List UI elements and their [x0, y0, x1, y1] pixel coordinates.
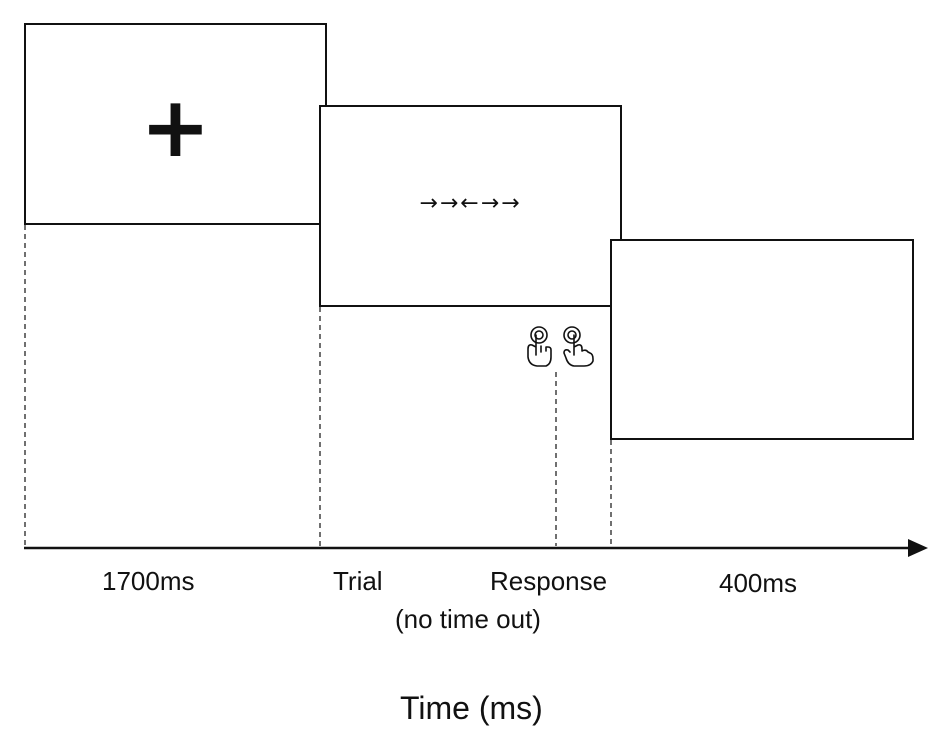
fixation-duration-label: 1700ms	[102, 566, 195, 596]
response-label: Response	[490, 566, 608, 596]
fixation-screen: +	[24, 23, 327, 225]
blank-duration-label: 400ms	[719, 568, 798, 598]
hand-tap-icon-left	[527, 326, 552, 367]
trial-label: Trial	[333, 566, 383, 596]
blank-screen	[610, 239, 914, 440]
fixation-cross: +	[140, 78, 211, 176]
time-axis-label: Time (ms)	[400, 690, 543, 726]
response-note-label: (no time out)	[395, 604, 541, 634]
trial-screen: →→←→→	[319, 105, 622, 307]
flanker-arrows: →→←→→	[419, 191, 522, 216]
time-axis-arrowhead	[908, 539, 928, 557]
hand-tap-icon-right	[563, 326, 594, 367]
